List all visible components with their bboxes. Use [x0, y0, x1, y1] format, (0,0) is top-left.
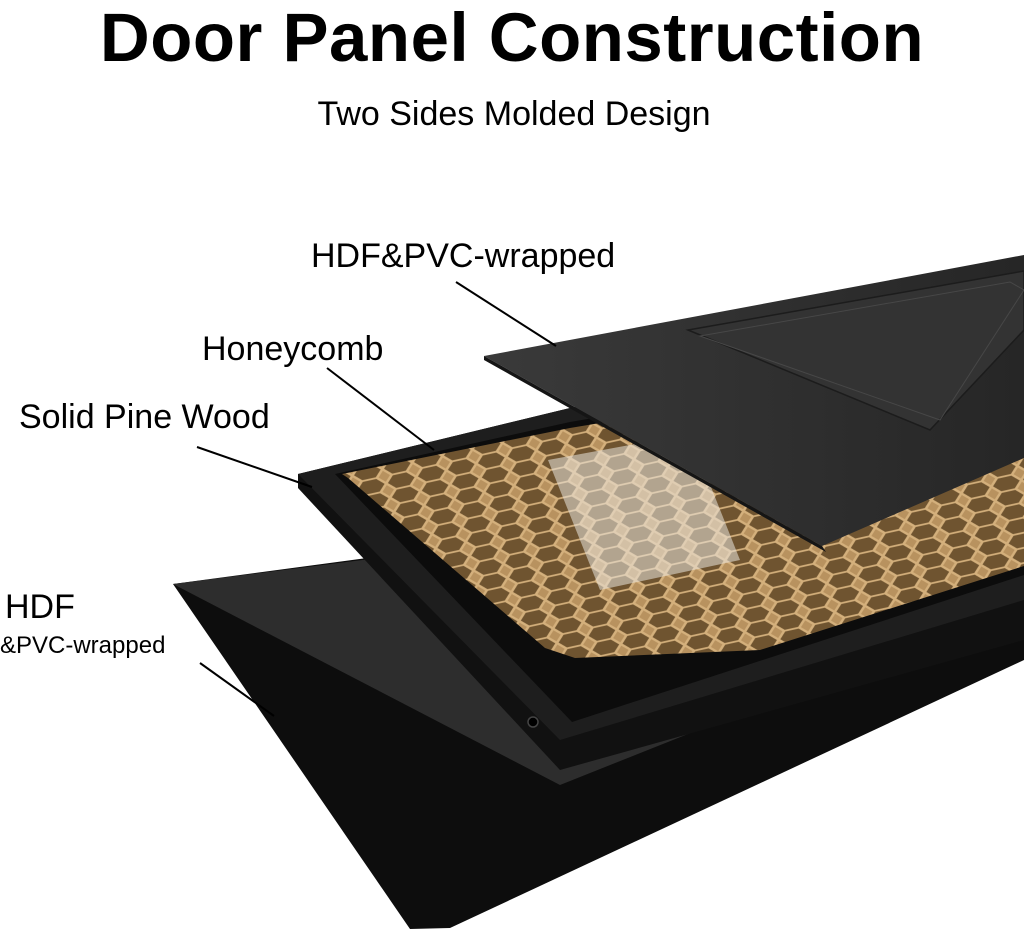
- leader-top-skin: [455, 281, 557, 347]
- leader-honeycomb: [326, 367, 435, 451]
- leader-lines: [196, 281, 557, 717]
- leader-pine-frame: [196, 446, 313, 488]
- leader-bottom-skin: [199, 662, 275, 717]
- label-honeycomb: Honeycomb: [202, 330, 384, 368]
- label-bottom-skin-line2: &PVC-wrapped: [0, 632, 166, 659]
- label-bottom-skin-line1: HDF: [5, 588, 75, 626]
- top-skin-layer: [484, 255, 1024, 552]
- page-title: Door Panel Construction: [99, 0, 925, 76]
- page-subtitle: Two Sides Molded Design: [317, 95, 711, 133]
- label-top-skin: HDF&PVC-wrapped: [311, 237, 616, 275]
- dowel-hole-icon: [527, 716, 539, 728]
- label-solid-pine-wood: Solid Pine Wood: [19, 398, 270, 436]
